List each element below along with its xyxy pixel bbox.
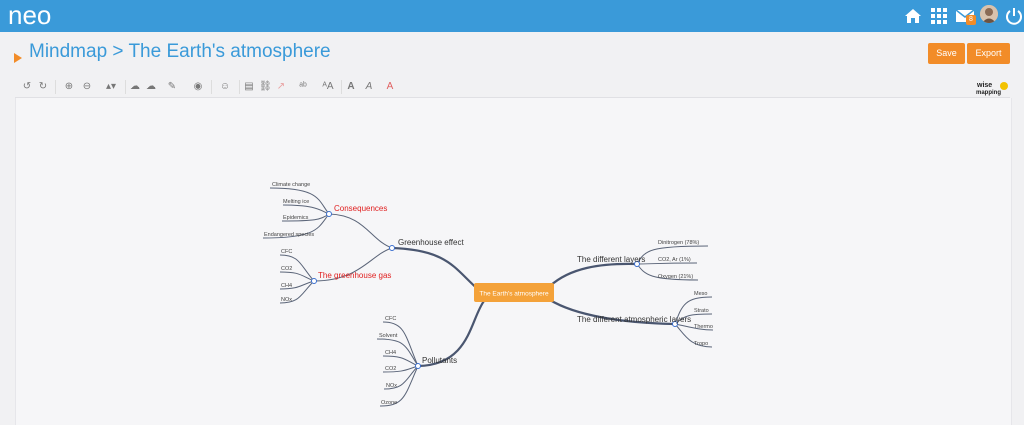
pencil-icon[interactable]: ✎ [167, 81, 177, 92]
leaf-consequence[interactable]: Climate change [272, 182, 310, 188]
leaf-atm-layer[interactable]: Tropo [694, 341, 708, 347]
avatar[interactable] [980, 5, 998, 23]
central-topic[interactable] [474, 283, 554, 302]
branch-atm-layers [549, 299, 676, 326]
topic-pollutants[interactable]: Pollutants [422, 356, 457, 365]
leaf-gas[interactable]: CO2 [281, 266, 292, 272]
avatar-image [980, 5, 998, 23]
leaf-pollutant[interactable]: Ozone [381, 400, 397, 406]
leaf-gas[interactable]: NOx [281, 297, 292, 303]
wisemapping-bottom: mapping [976, 90, 1001, 96]
leaf-layer[interactable]: Oxygen (21%) [658, 274, 693, 280]
zoom-out-icon[interactable]: ⊖ [82, 81, 92, 92]
mindmap-canvas[interactable] [15, 98, 1012, 425]
leaf-atm-layer[interactable]: Strato [694, 308, 709, 314]
leaf-consequence[interactable]: Epidemics [283, 215, 309, 221]
editor-toolbar: ↺ ↻ ⊕ ⊖ ▴▾ ☁ ☁ ✎ ◉ ☺ ▤ ⛓ ↗ ᵃᵇ ᴬA A A A [15, 77, 1010, 98]
font-icon[interactable]: ᵃᵇ [299, 81, 307, 92]
leaf-pollutant[interactable]: Solvent [379, 333, 398, 339]
link-icon[interactable]: ⛓ [259, 81, 272, 92]
leaf-atm-layer[interactable]: Meso [694, 291, 707, 297]
branch-greenhouse [391, 246, 481, 292]
leaf-pollutant[interactable]: CO2 [385, 366, 396, 372]
wisemapping-logo: wise mapping [976, 82, 1008, 96]
top-bar: neo 8 [0, 0, 1024, 32]
shape-icon[interactable]: ▴▾ [105, 81, 117, 92]
neo-logo[interactable]: neo [8, 0, 80, 32]
leaf-consequence[interactable]: Melting ice [283, 199, 309, 205]
undo-icon[interactable]: ↺ [22, 81, 32, 92]
italic-icon[interactable]: A [365, 81, 373, 92]
topic-greenhouse-gas[interactable]: The greenhouse gas [318, 271, 391, 280]
leaf-pollutant[interactable]: CH4 [385, 350, 396, 356]
wisemapping-top: wise [976, 82, 992, 89]
topic-delete-icon[interactable]: ☁ [146, 81, 156, 92]
leaf-gas[interactable]: CFC [281, 249, 292, 255]
home-icon[interactable] [902, 5, 924, 27]
icon-picker-icon[interactable]: ☺ [219, 81, 231, 92]
leaf-pollutant[interactable]: NOx [386, 383, 397, 389]
power-icon[interactable] [1003, 5, 1024, 27]
leaf-layer[interactable]: Dinitrogen (78%) [658, 240, 699, 246]
save-button[interactable]: Save [928, 43, 965, 64]
page-title: Mindmap > The Earth's atmosphere [29, 41, 331, 62]
apps-grid-icon[interactable] [928, 5, 950, 27]
branch-layers [549, 262, 638, 287]
topic-add-icon[interactable]: ☁ [130, 81, 140, 92]
redo-icon[interactable]: ↻ [38, 81, 48, 92]
zoom-in-icon[interactable]: ⊕ [64, 81, 74, 92]
toolbar-divider [341, 80, 342, 94]
note-icon[interactable]: ▤ [244, 81, 254, 92]
topic-different-layers[interactable]: The different layers [577, 255, 645, 264]
toolbar-divider [239, 80, 240, 94]
central-topic-label: The Earth's atmosphere [479, 291, 549, 298]
leaf-atm-layer[interactable]: Thermo [694, 324, 713, 330]
export-button[interactable]: Export [967, 43, 1010, 64]
connector-icon[interactable]: ↗ [276, 81, 286, 92]
toolbar-divider [211, 80, 212, 94]
mail-badge: 8 [966, 15, 976, 25]
leaf-consequence[interactable]: Endangered species [264, 232, 314, 238]
leaf-pollutant[interactable]: CFC [385, 316, 396, 322]
font-size-icon[interactable]: ᴬA [322, 81, 334, 92]
bold-icon[interactable]: A [347, 81, 355, 92]
logo-text: neo [8, 0, 51, 30]
toolbar-divider [125, 80, 126, 94]
color-icon[interactable]: ◉ [193, 81, 203, 92]
topic-atmospheric-layers[interactable]: The different atmospheric layers [577, 315, 691, 324]
font-color-icon[interactable]: A [386, 81, 394, 92]
leaf-gas[interactable]: CH4 [281, 283, 292, 289]
topic-greenhouse-effect[interactable]: Greenhouse effect [398, 238, 464, 247]
topic-consequences[interactable]: Consequences [334, 204, 387, 213]
toolbar-divider [55, 80, 56, 94]
branch-pollutants [417, 300, 485, 368]
leaf-layer[interactable]: CO2, Ar (1%) [658, 257, 691, 263]
title-arrow-icon [14, 53, 22, 63]
